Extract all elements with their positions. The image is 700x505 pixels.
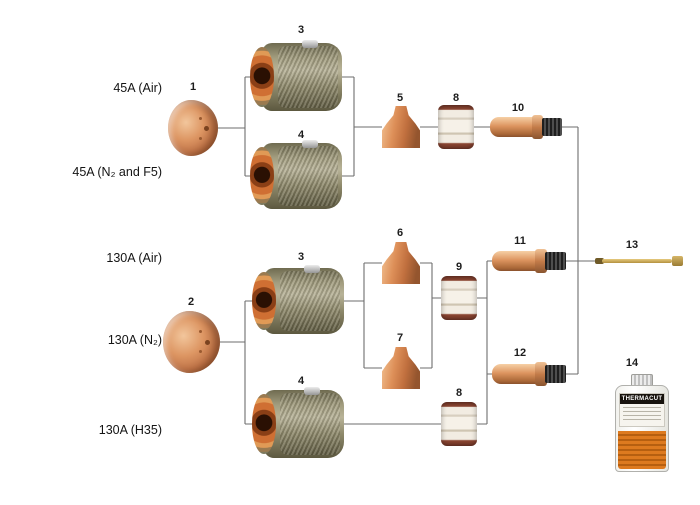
electrode-end-rings [541, 118, 562, 136]
electrode-shaft [492, 364, 538, 384]
cap-clip [301, 140, 319, 148]
callout-part-3-top: 3 [297, 24, 305, 36]
cap-body [261, 143, 342, 209]
row-label-45a-n2-f5: 45A (N₂ and F5) [72, 165, 162, 179]
callout-part-4-top: 4 [297, 129, 305, 141]
electrode-shaft [492, 251, 538, 271]
connectors-130a [220, 260, 492, 425]
bottle-liquid [618, 431, 666, 469]
swirl-ring-part-8-bottom [441, 402, 477, 446]
callout-part-1: 1 [189, 81, 197, 93]
callout-part-2: 2 [187, 296, 195, 308]
bottle-label-lines [623, 407, 661, 423]
electrode-part-11 [492, 249, 566, 273]
electrode-collar [534, 249, 547, 273]
swirl-ring-part-8-top [438, 105, 474, 149]
shield-cap-part-2 [163, 311, 220, 373]
coolant-bottle-part-14: THERMACUT [615, 374, 669, 472]
callout-part-3-bottom: 3 [297, 251, 305, 263]
electrode-end-rings [545, 365, 566, 383]
cap-bore [250, 146, 274, 206]
retaining-cap-part-3-bottom [252, 265, 344, 334]
electrode-collar [531, 115, 544, 139]
cap-clip [301, 40, 319, 48]
electrode-shaft [490, 117, 535, 137]
callout-part-5: 5 [396, 92, 404, 104]
row-label-130a-air: 130A (Air) [106, 251, 162, 265]
tool-butt [595, 258, 604, 264]
cap-bore [252, 271, 276, 331]
cap-bore [252, 394, 276, 454]
retaining-cap-part-3-top [250, 40, 342, 111]
cap-knurl [277, 146, 339, 206]
callout-part-10: 10 [511, 102, 525, 114]
callout-part-6: 6 [396, 227, 404, 239]
row-label-130a-n2: 130A (N₂) [107, 333, 162, 347]
cap-knurl [277, 46, 339, 108]
cap-body [263, 268, 344, 334]
callout-part-11: 11 [514, 235, 526, 247]
electrode-collar [534, 362, 547, 386]
electrode-part-12 [492, 362, 566, 386]
tool-tip [672, 256, 683, 266]
callout-part-13: 13 [625, 239, 639, 251]
callout-part-12: 12 [513, 347, 527, 359]
callout-part-8-bottom: 8 [455, 387, 463, 399]
row-label-130a-h35: 130A (H35) [98, 423, 162, 437]
bottle-brand-text: THERMACUT [620, 394, 664, 404]
cap-body [261, 43, 342, 111]
cap-body [263, 390, 344, 458]
cap-clip [303, 387, 321, 395]
callout-part-7: 7 [396, 332, 404, 344]
callout-part-9: 9 [455, 261, 463, 273]
bottle-label: THERMACUT [619, 393, 665, 427]
swirl-ring-part-9 [441, 276, 477, 320]
tool-shaft [602, 258, 673, 264]
electrode-end-rings [545, 252, 566, 270]
cap-clip [303, 265, 321, 273]
callout-part-4-bottom: 4 [297, 375, 305, 387]
shield-cap-part-1 [168, 100, 218, 156]
row-label-45a-air: 45A (Air) [113, 81, 162, 95]
retaining-cap-part-4-top [250, 140, 342, 209]
electrode-part-10 [490, 115, 562, 139]
cap-knurl [279, 271, 341, 331]
cap-bore [250, 47, 274, 107]
callout-part-8-top: 8 [452, 92, 460, 104]
wrench-tool-part-13 [595, 255, 683, 267]
retaining-cap-part-4-bottom [252, 387, 344, 458]
cap-knurl [279, 393, 341, 455]
connectors-right-bracket [562, 126, 595, 375]
connectors-45a [218, 76, 490, 177]
callout-part-14: 14 [625, 357, 639, 369]
bottle-body: THERMACUT [615, 385, 669, 472]
